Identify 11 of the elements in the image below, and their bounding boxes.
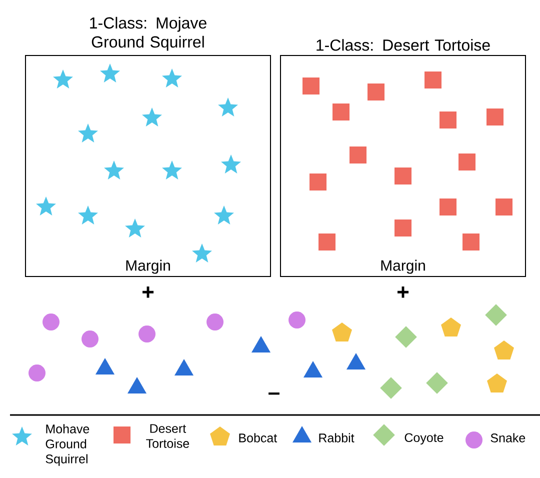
margin-label: Margin — [381, 260, 425, 274]
legend-label: Mohave Ground Squirrel — [46, 424, 90, 466]
legend-label: Snake — [490, 433, 526, 442]
legend-label: Bobcat — [239, 433, 278, 442]
margin-label: Margin — [126, 260, 170, 274]
panel-title: 1-Class: Desert Tortoise — [316, 39, 490, 51]
legend-label: Desert Tortoise — [146, 424, 190, 448]
legend-label: Rabbit — [319, 433, 354, 442]
sign-label: – — [268, 392, 280, 395]
legend-label: Coyote — [404, 433, 444, 444]
panel-title: 1-Class: Mojave Ground Squirrel — [90, 16, 206, 51]
